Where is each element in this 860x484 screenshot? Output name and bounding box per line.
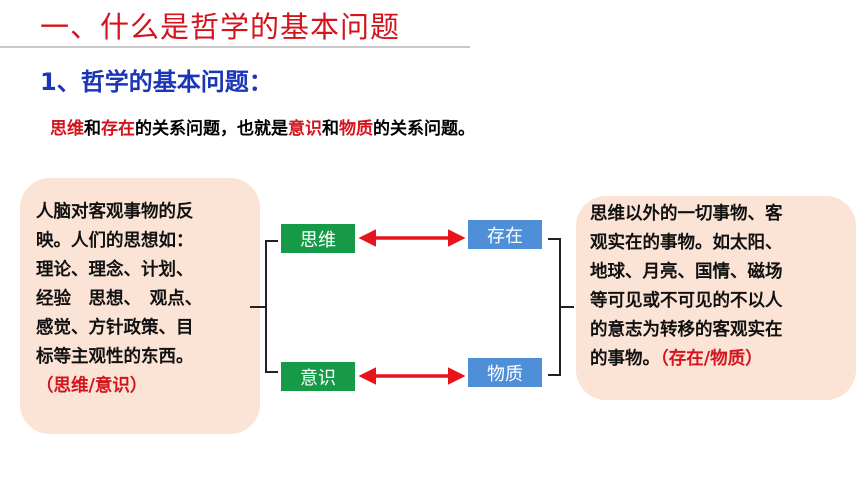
left-bracket	[250, 240, 278, 373]
explanation-line: 观实在的事物。如太阳、	[590, 233, 783, 253]
explanation-line: 经验 思想、 观点、	[36, 289, 203, 309]
node-consciousness: 意识	[281, 362, 355, 391]
section-heading: 1、哲学的基本问题：	[40, 68, 273, 96]
definition-text: 的关系问题，也就是	[135, 119, 288, 139]
existence-explanation-box: 思维以外的一切事物、客 观实在的事物。如太阳、 地球、月亮、国情、磁场 等可见或…	[576, 196, 856, 400]
page-title: 一、什么是哲学的基本问题	[40, 10, 401, 44]
definition-text: 和	[84, 119, 101, 139]
explanation-line: 理论、理念、计划、	[36, 260, 194, 280]
explanation-line: 等可见或不可见的不以人	[590, 291, 783, 311]
term-existence: 存在	[101, 119, 135, 139]
term-matter: 物质	[339, 119, 373, 139]
explanation-line: 标等主观性的东西。	[36, 347, 194, 367]
node-existence: 存在	[468, 220, 542, 249]
node-thinking: 思维	[281, 224, 355, 253]
explanation-line: 地球、月亮、国情、磁场	[590, 262, 783, 282]
term-thinking: 思维	[50, 119, 84, 139]
explanation-line: 感觉、方针政策、目	[36, 318, 194, 338]
definition-text: 的关系问题。	[373, 119, 475, 139]
definition-text: 和	[322, 119, 339, 139]
explanation-line: 思维以外的一切事物、客	[590, 204, 783, 224]
title-underline	[0, 46, 470, 48]
node-matter: 物质	[468, 358, 542, 387]
explanation-line: 人脑对客观事物的反	[36, 202, 194, 222]
explanation-line: 的意志为转移的客观实在	[590, 320, 783, 340]
explanation-tag: （思维/意识）	[36, 376, 148, 396]
explanation-text: 的事物。	[590, 349, 660, 369]
explanation-tag: （存在/物质）	[660, 349, 763, 369]
term-consciousness: 意识	[288, 119, 322, 139]
thinking-explanation-box: 人脑对客观事物的反 映。人们的思想如： 理论、理念、计划、 经验 思想、 观点、…	[20, 178, 260, 434]
right-bracket	[548, 238, 574, 376]
explanation-line: 映。人们的思想如：	[36, 231, 194, 251]
definition-sentence: 思维和存在的关系问题，也就是意识和物质的关系问题。	[50, 114, 475, 139]
explanation-line-last: 的事物。（存在/物质）	[590, 345, 850, 374]
